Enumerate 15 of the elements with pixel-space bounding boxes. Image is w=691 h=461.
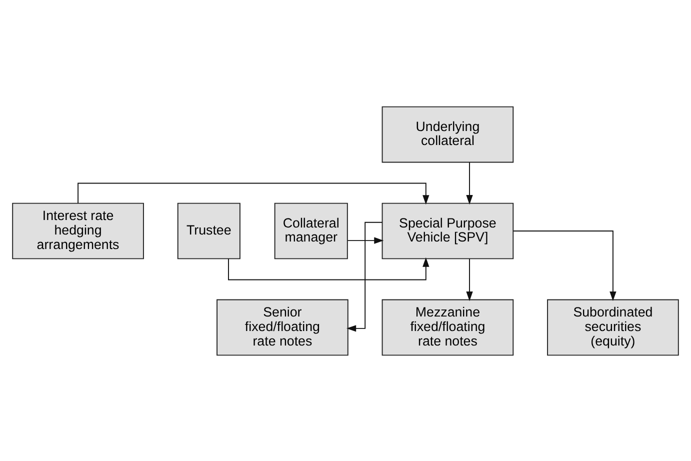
arrow	[346, 221, 383, 332]
node-box: Collateral manager	[274, 202, 348, 259]
node-box: Senior fixed/floating rate notes	[216, 298, 348, 356]
node-box: Mezzanine fixed/floating rate notes	[382, 298, 514, 356]
node-box: Underlying collateral	[382, 106, 514, 162]
arrow	[228, 256, 430, 280]
node-box: Trustee	[177, 202, 240, 259]
node-box: Interest rate hedging arrangements	[12, 202, 144, 259]
arrow	[466, 161, 473, 204]
node-box: Special Purpose Vehicle [SPV]	[382, 202, 514, 259]
node-box: Subordinated securities (equity)	[547, 298, 679, 356]
arrow	[513, 230, 616, 301]
arrow	[466, 258, 473, 301]
arrow	[347, 236, 384, 244]
arrow	[78, 182, 430, 204]
